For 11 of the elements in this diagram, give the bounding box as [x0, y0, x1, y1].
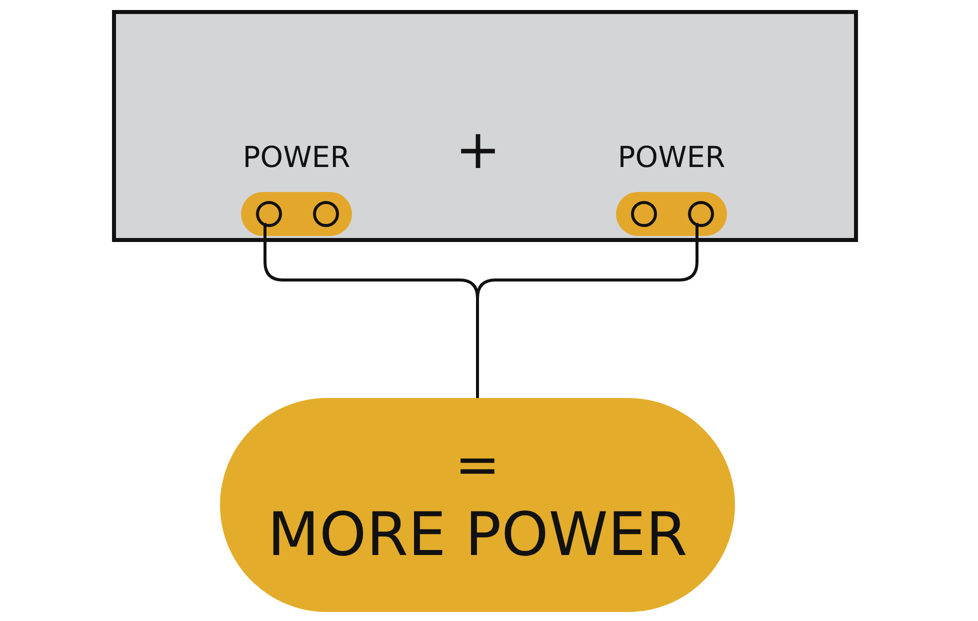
result-label: MORE POWER: [268, 499, 688, 572]
wire: [476, 223, 698, 398]
terminal-ring: [256, 201, 282, 227]
terminal-ring: [313, 201, 339, 227]
terminal-ring: [688, 201, 714, 227]
plus-label: +: [455, 118, 501, 181]
terminal-label: POWER: [618, 140, 726, 174]
equals-sign-label: =: [454, 435, 500, 495]
terminal-ring: [631, 201, 657, 227]
device-panel: [112, 10, 858, 242]
terminal-label: POWER: [242, 140, 350, 174]
